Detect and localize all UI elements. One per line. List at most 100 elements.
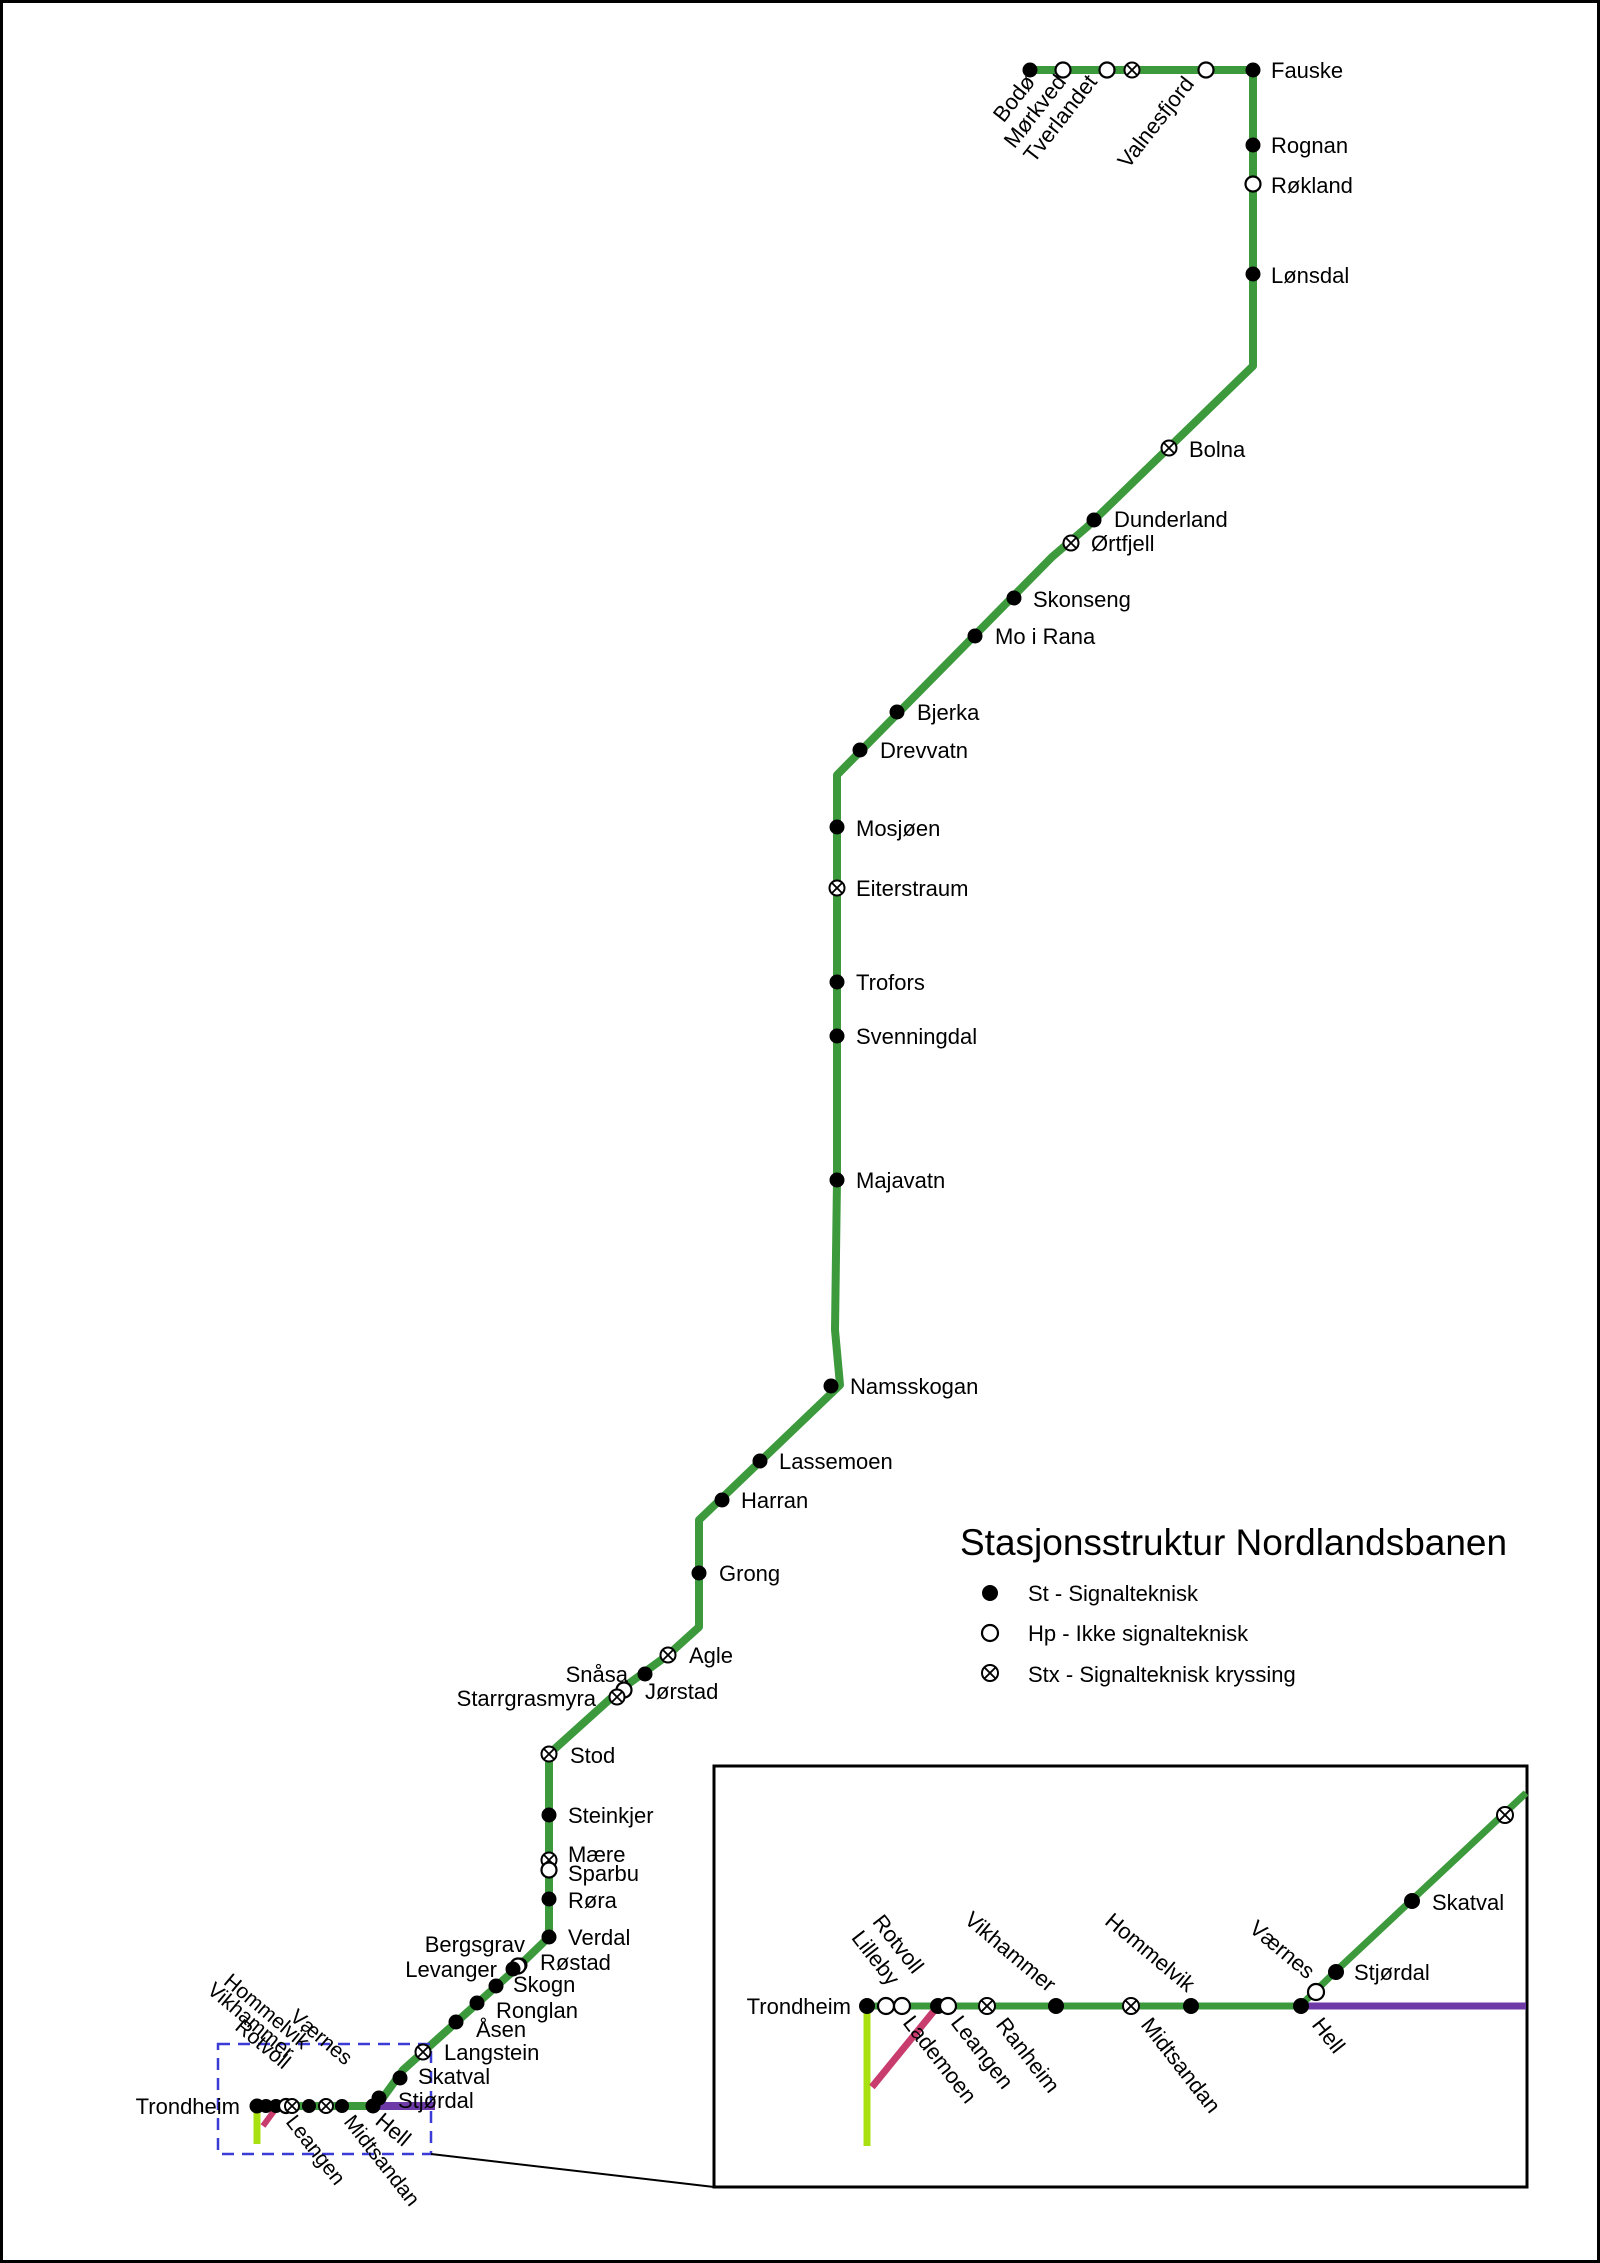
station-label-svenningdal: Svenningdal [856, 1024, 977, 1049]
station-label-ronglan: Ronglan [496, 1998, 578, 2023]
legend-label-hp: Hp - Ikke signalteknisk [1028, 1621, 1249, 1646]
station-label-mære: Mære [568, 1842, 625, 1867]
station-label-verdal: Verdal [568, 1925, 630, 1950]
station-label-bolna: Bolna [1189, 437, 1246, 462]
station-marker-skonseng [1006, 590, 1022, 606]
station-marker-eiterstraum [828, 879, 846, 897]
station-label-trondheim: Trondheim [136, 2094, 240, 2119]
inset-station-label-skatval: Skatval [1432, 1890, 1504, 1915]
station-marker-verdal [541, 1929, 557, 1945]
inset-station-marker-junction [1496, 1806, 1514, 1824]
station-marker-harran [714, 1492, 730, 1508]
station-label-langstein: Langstein [444, 2040, 539, 2065]
inset-station-marker-værnes [1306, 1982, 1326, 2002]
station-label-bergsgrav: Bergsgrav [425, 1932, 525, 1957]
station-label-namsskogan: Namsskogan [850, 1374, 978, 1399]
station-marker-stod [540, 1745, 558, 1763]
station-marker-lønsdal [1245, 266, 1261, 282]
station-label-lassemoen: Lassemoen [779, 1449, 893, 1474]
station-label-stjørdal: Stjørdal [398, 2088, 474, 2113]
station-marker-snåsa [637, 1666, 653, 1682]
legend-stx-symbol [981, 1664, 999, 1682]
legend-hp-symbol [980, 1623, 1000, 1643]
station-label-åsen: Åsen [476, 2017, 526, 2042]
station-label-mo-i-rana: Mo i Rana [995, 624, 1096, 649]
station-label-stod: Stod [570, 1743, 615, 1768]
station-marker-dunderland [1086, 512, 1102, 528]
zoom-area-box [216, 2042, 433, 2156]
station-marker-bolna [1160, 439, 1178, 457]
station-marker-bodø [1022, 62, 1038, 78]
station-label-mosjøen: Mosjøen [856, 816, 940, 841]
station-label-sparbu: Sparbu [568, 1861, 639, 1886]
inset-map: TrondheimLillebyRotvollLademoenLeangenVi… [712, 1764, 1529, 2189]
station-marker-bjerka [889, 704, 905, 720]
legend-label-stx: Stx - Signalteknisk kryssing [1028, 1662, 1296, 1687]
inset-station-label-trondheim: Trondheim [747, 1994, 851, 2019]
station-marker-skogn [488, 1978, 504, 1994]
station-label-røkland: Røkland [1271, 173, 1353, 198]
station-marker-junction [1197, 61, 1215, 79]
station-marker-tverlandet [1098, 61, 1116, 79]
station-marker-fauske [1245, 62, 1261, 78]
station-marker-lassemoen [752, 1453, 768, 1469]
legend-st-symbol [982, 1585, 998, 1601]
cluster-marker [318, 2098, 334, 2114]
inset-station-marker-skatval [1404, 1893, 1420, 1909]
station-label-valnesfjord: Valnesfjord [1112, 72, 1198, 173]
cluster-marker [335, 2099, 349, 2113]
station-marker-sparbu [540, 1861, 558, 1879]
station-marker-namsskogan [823, 1378, 839, 1394]
station-marker-agle [659, 1646, 677, 1664]
legend-label-st: St - Signalteknisk [1028, 1581, 1199, 1606]
station-marker-hell [365, 2098, 381, 2114]
inset-station-marker-lilleby [876, 1996, 896, 2016]
cluster-label-leangen: Leangen [281, 2111, 349, 2190]
cluster-marker [302, 2099, 316, 2113]
station-label-eiterstraum: Eiterstraum [856, 876, 968, 901]
inset-station-marker-hell [1293, 1998, 1309, 2014]
station-marker-grong [691, 1565, 707, 1581]
station-marker-røkland [1244, 175, 1262, 193]
inset-station-marker-ranheim [978, 1997, 996, 2015]
inset-station-label-stjørdal: Stjørdal [1354, 1960, 1430, 1985]
inset-station-marker-stjørdal [1328, 1964, 1344, 1980]
station-marker-majavatn [829, 1172, 845, 1188]
station-label-skonseng: Skonseng [1033, 587, 1131, 612]
station-marker-åsen [448, 2014, 464, 2030]
inset-station-marker-trondheim [859, 1998, 875, 2014]
station-label-steinkjer: Steinkjer [568, 1803, 654, 1828]
station-label-skogn: Skogn [513, 1972, 575, 1997]
station-marker-røra [541, 1891, 557, 1907]
station-marker-mo-i-rana [967, 628, 983, 644]
station-label-ørtfjell: Ørtfjell [1091, 531, 1155, 556]
station-label-fauske: Fauske [1271, 58, 1343, 83]
inset-station-marker-hommelvik [1122, 1997, 1140, 2015]
station-label-bjerka: Bjerka [917, 700, 980, 725]
zoom-connector [430, 2153, 715, 2188]
station-label-drevvatn: Drevvatn [880, 738, 968, 763]
station-label-agle: Agle [689, 1643, 733, 1668]
station-marker-mosjøen [829, 819, 845, 835]
station-marker-ronglan [469, 1995, 485, 2011]
station-marker-mørkved [1054, 61, 1072, 79]
station-marker-ørtfjell [1062, 534, 1080, 552]
station-label-grong: Grong [719, 1561, 780, 1586]
station-label-starrgrasmyra: Starrgrasmyra [457, 1686, 597, 1711]
station-marker-drevvatn [852, 742, 868, 758]
inset-frame [712, 1764, 1529, 2189]
legend: St - Signalteknisk Hp - Ikke signaltekni… [980, 1581, 1296, 1687]
station-marker-starrgrasmyra [608, 1688, 626, 1706]
station-label-røstad: Røstad [540, 1950, 611, 1975]
station-marker-rognan [1245, 137, 1261, 153]
stations-layer [249, 61, 1262, 2115]
cluster-marker [259, 2099, 273, 2113]
map-title: Stasjonsstruktur Nordlandsbanen [960, 1522, 1507, 1563]
station-label-harran: Harran [741, 1488, 808, 1513]
station-marker-valnesfjord [1123, 61, 1141, 79]
station-marker-steinkjer [541, 1807, 557, 1823]
station-marker-trofors [829, 974, 845, 990]
station-label-levanger: Levanger [405, 1957, 497, 1982]
